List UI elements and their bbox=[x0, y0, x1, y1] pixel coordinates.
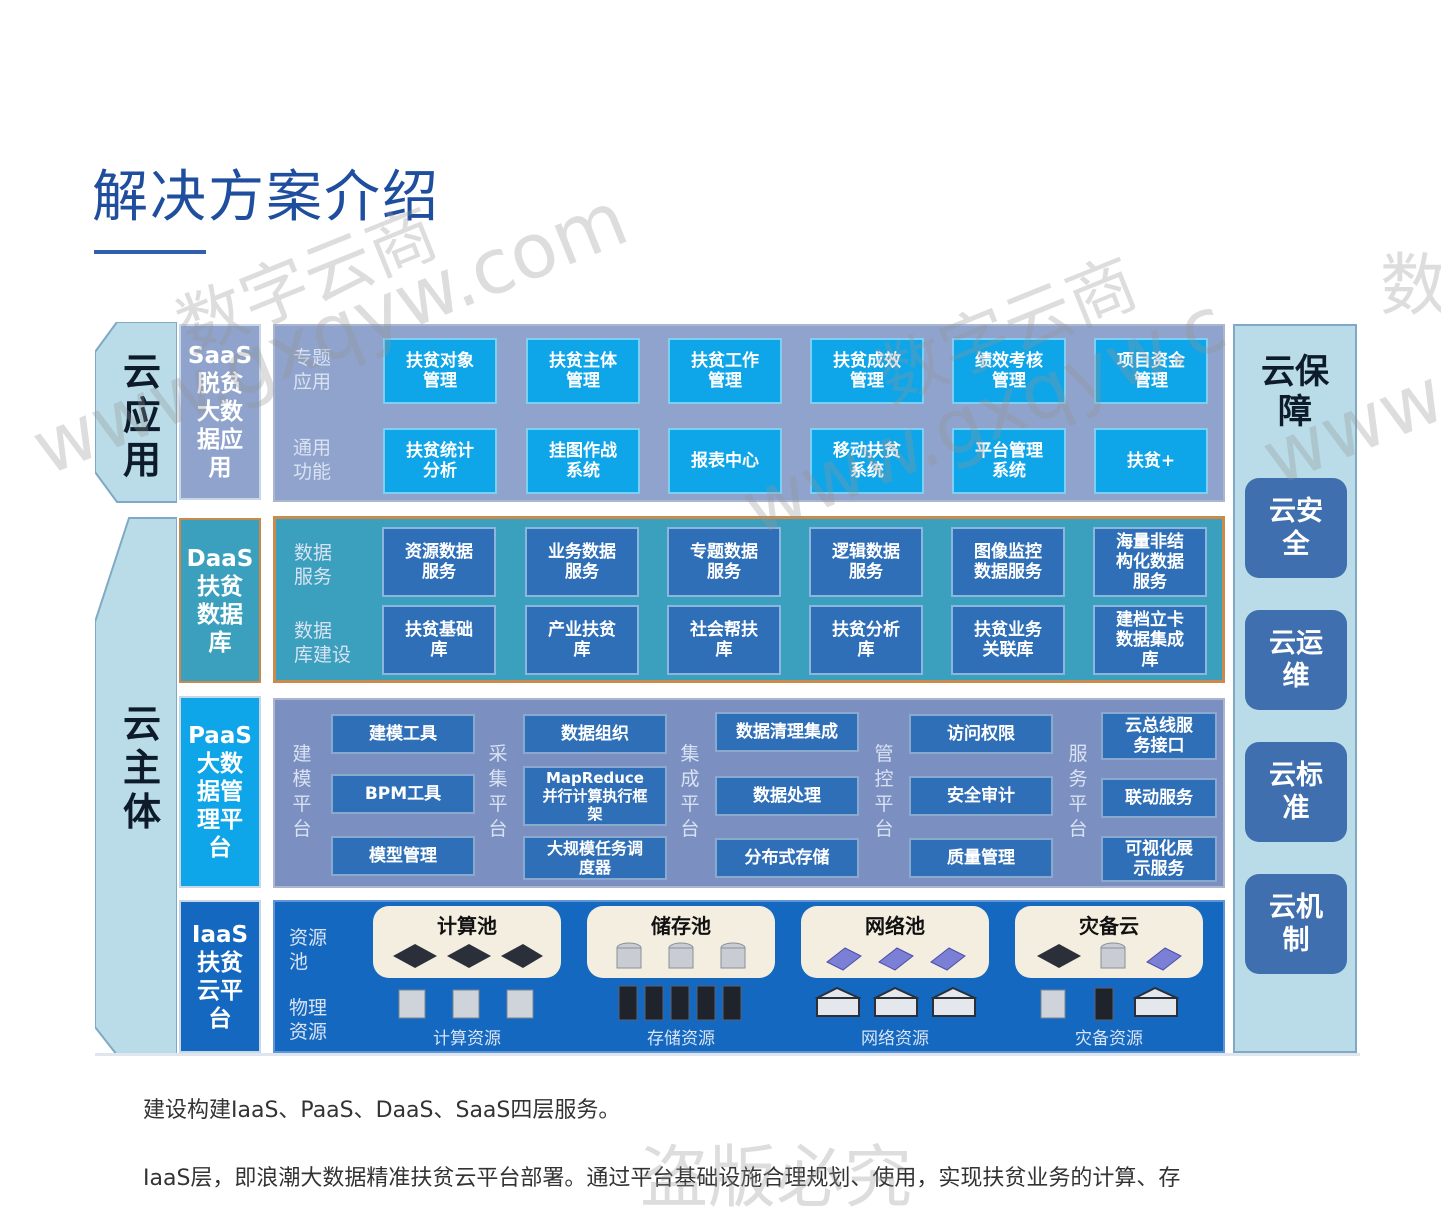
saas-item: 项目资金 管理 bbox=[1094, 338, 1208, 404]
paas-item: 可视化展 示服务 bbox=[1101, 836, 1217, 882]
paas-panel: 建 模 平 台 建模工具 BPM工具 模型管理 采 集 平 台 数据组织 Map… bbox=[273, 698, 1225, 888]
paas-item: BPM工具 bbox=[331, 774, 475, 814]
paas-item: 模型管理 bbox=[331, 836, 475, 876]
cloud-application-label: 云 应 用 bbox=[122, 350, 161, 482]
saas-item: 挂图作战 系统 bbox=[526, 428, 640, 494]
disaster-recovery-device-icon bbox=[1040, 986, 1180, 1021]
saas-panel: 专题 应用 通用 功能 扶贫对象 管理 扶贫主体 管理 扶贫工作 管理 扶贫成效… bbox=[273, 324, 1225, 502]
daas-row-label: 数据 服务 bbox=[294, 542, 333, 588]
saas-item: 平台管理 系统 bbox=[952, 428, 1066, 494]
paas-item: 建模工具 bbox=[331, 714, 475, 754]
daas-panel: 数据 服务 数据 库建设 资源数据 服务 业务数据 服务 专题数据 服务 逻辑数… bbox=[273, 516, 1225, 683]
database-icon bbox=[616, 942, 746, 969]
iaas-physical-row-label: 物理 资源 bbox=[289, 997, 328, 1043]
resource-label: 存储资源 bbox=[647, 1029, 715, 1049]
cloud-body-label: 云 主 体 bbox=[122, 702, 161, 834]
paas-group-label: 管 控 平 台 bbox=[874, 743, 894, 840]
resource-label: 灾备资源 bbox=[1075, 1029, 1143, 1049]
paas-item: 分布式存储 bbox=[715, 838, 859, 878]
iaas-panel: 资源 池 物理 资源 计算池 储存池 网络池 灾备云 bbox=[273, 900, 1225, 1053]
cloud-operations-box: 云运 维 bbox=[1245, 610, 1347, 710]
paas-group-label: 服 务 平 台 bbox=[1068, 743, 1088, 840]
paas-layer-label: PaaS 大数 据管 理平 台 bbox=[179, 696, 261, 888]
daas-item: 图像监控 数据服务 bbox=[951, 527, 1065, 597]
daas-row-label: 数据 库建设 bbox=[294, 620, 352, 666]
paragraph: 建设构建IaaS、PaaS、DaaS、SaaS四层服务。 bbox=[143, 1098, 621, 1123]
paas-item: 数据处理 bbox=[715, 776, 859, 816]
saas-layer-label: SaaS 脱贫 大数 据应 用 bbox=[179, 324, 261, 500]
resource-label: 网络资源 bbox=[861, 1029, 929, 1049]
saas-item: 绩效考核 管理 bbox=[952, 338, 1066, 404]
paas-group-label: 采 集 平 台 bbox=[488, 743, 508, 840]
cloud-guarantee-panel: 云保 障 云安 全 云运 维 云标 准 云机 制 bbox=[1233, 324, 1357, 1053]
daas-item: 海量非结 构化数据 服务 bbox=[1093, 527, 1207, 597]
title-underline bbox=[94, 250, 206, 254]
paas-group-label: 集 成 平 台 bbox=[680, 743, 700, 840]
watermark: 数 bbox=[1380, 247, 1441, 326]
daas-item: 产业扶贫 库 bbox=[525, 605, 639, 675]
paas-item: 数据组织 bbox=[523, 714, 667, 754]
paas-group-label: 建 模 平 台 bbox=[292, 743, 312, 840]
chip-icon bbox=[393, 944, 543, 968]
daas-item: 建档立卡 数据集成 库 bbox=[1093, 605, 1207, 675]
paas-item: 数据清理集成 bbox=[715, 712, 859, 752]
pool-title: 计算池 bbox=[437, 914, 497, 938]
daas-item: 扶贫分析 库 bbox=[809, 605, 923, 675]
daas-layer-label: DaaS 扶贫 数据 库 bbox=[179, 518, 261, 683]
watermark: 盗版必究 bbox=[640, 1139, 913, 1218]
cloud-security-box: 云安 全 bbox=[1245, 478, 1347, 578]
pool-title: 储存池 bbox=[651, 914, 711, 938]
compute-pool: 计算池 bbox=[373, 906, 561, 978]
paas-item: 质量管理 bbox=[909, 838, 1053, 878]
saas-item: 扶贫对象 管理 bbox=[383, 338, 497, 404]
diagram-baseline bbox=[95, 1053, 1360, 1056]
saas-item: 报表中心 bbox=[668, 428, 782, 494]
server-icon bbox=[398, 989, 534, 1019]
iaas-pool-row-label: 资源 池 bbox=[289, 927, 328, 973]
network-switch-icon bbox=[826, 947, 966, 971]
storage-rack-icon bbox=[618, 985, 742, 1021]
daas-item: 资源数据 服务 bbox=[382, 527, 496, 597]
backup-icon bbox=[1037, 942, 1182, 971]
paas-item: 访问权限 bbox=[909, 714, 1053, 754]
saas-row-label: 专题 应用 bbox=[293, 347, 332, 393]
daas-item: 业务数据 服务 bbox=[525, 527, 639, 597]
saas-row-label: 通用 功能 bbox=[293, 437, 332, 483]
network-pool: 网络池 bbox=[801, 906, 989, 978]
saas-item: 扶贫工作 管理 bbox=[668, 338, 782, 404]
resource-label: 计算资源 bbox=[433, 1029, 501, 1049]
daas-item: 专题数据 服务 bbox=[667, 527, 781, 597]
saas-item: 扶贫+ bbox=[1094, 428, 1208, 494]
saas-item: 扶贫主体 管理 bbox=[526, 338, 640, 404]
saas-item: 扶贫统计 分析 bbox=[383, 428, 497, 494]
iaas-layer-label: IaaS 扶贫 云平 台 bbox=[179, 900, 261, 1053]
paas-item: 大规模任务调 度器 bbox=[523, 836, 667, 880]
cloud-standard-box: 云标 准 bbox=[1245, 742, 1347, 842]
daas-item: 社会帮扶 库 bbox=[667, 605, 781, 675]
disaster-recovery-pool: 灾备云 bbox=[1015, 906, 1203, 978]
saas-item: 扶贫成效 管理 bbox=[810, 338, 924, 404]
pool-title: 网络池 bbox=[865, 914, 925, 938]
architecture-diagram: 云 应 用 云 主 体 SaaS 脱贫 大数 据应 用 DaaS 扶贫 数据 库… bbox=[95, 322, 1360, 1057]
page-title: 解决方案介绍 bbox=[92, 165, 440, 230]
cloud-mechanism-box: 云机 制 bbox=[1245, 874, 1347, 974]
daas-item: 逻辑数据 服务 bbox=[809, 527, 923, 597]
cloud-guarantee-title: 云保 障 bbox=[1261, 352, 1329, 432]
daas-item: 扶贫基础 库 bbox=[382, 605, 496, 675]
paas-item: MapReduce 并行计算执行框 架 bbox=[523, 766, 667, 826]
paas-item: 安全审计 bbox=[909, 776, 1053, 816]
daas-item: 扶贫业务 关联库 bbox=[951, 605, 1065, 675]
paas-item: 联动服务 bbox=[1101, 778, 1217, 818]
side-shapes bbox=[95, 322, 177, 1056]
storage-pool: 储存池 bbox=[587, 906, 775, 978]
network-device-icon bbox=[814, 986, 978, 1017]
saas-item: 移动扶贫 系统 bbox=[810, 428, 924, 494]
paas-item: 云总线服 务接口 bbox=[1101, 712, 1217, 760]
pool-title: 灾备云 bbox=[1079, 914, 1139, 938]
paragraph: IaaS层，即浪潮大数据精准扶贫云平台部署。通过平台基础设施合理规划、使用，实现… bbox=[143, 1166, 1181, 1191]
